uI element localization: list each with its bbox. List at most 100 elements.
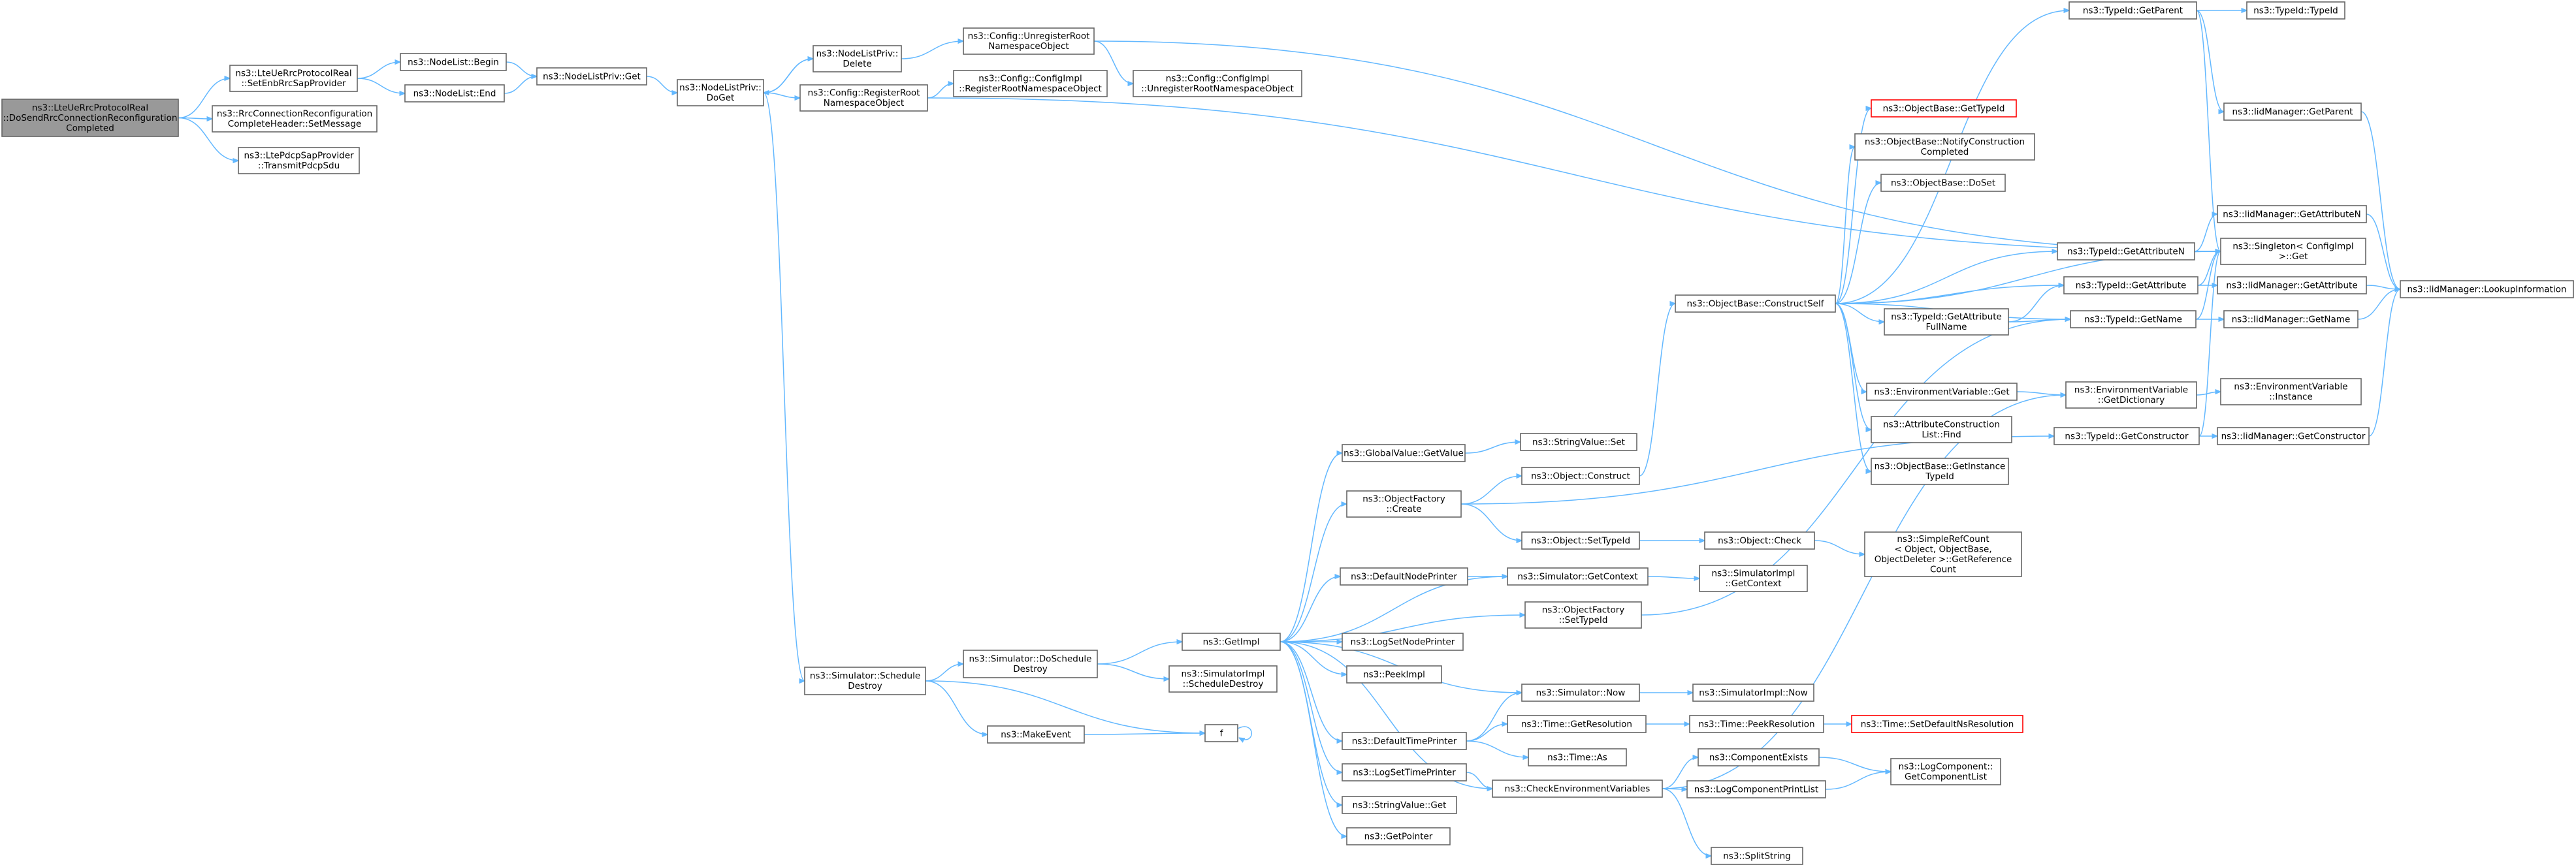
node-cfg-unreg[interactable]: ns3::Config::UnregisterRootNamespaceObje… [963,27,1095,55]
edge-obj-construct-to-obj-base-construct-self [1639,304,1675,477]
node-label-line: Delete [843,59,871,69]
node-obj-base-construct-self[interactable]: ns3::ObjectBase::ConstructSelf [1675,294,1836,313]
node-log-comp-print-list[interactable]: ns3::LogComponentPrintList [1686,780,1826,798]
node-tid-type-id[interactable]: ns3::TypeId::TypeId [2246,1,2345,20]
node-of-set-type-id[interactable]: ns3::ObjectFactory::SetTypeId [1524,601,1642,629]
node-box [2223,102,2362,121]
node-iid-get-constructor[interactable]: ns3::IidManager::GetConstructor [2217,427,2370,445]
node-label-line: ns3::Simulator::Schedule [810,671,920,682]
node-label-line: ns3::LogComponentPrintList [1694,784,1818,795]
node-box [1528,748,1627,766]
node-nlp-delete[interactable]: ns3::NodeListPriv::Delete [813,45,902,72]
node-label-line: ns3::Simulator::GetContext [1517,571,1637,582]
node-tid-get-name[interactable]: ns3::TypeId::GetName [2070,310,2197,328]
node-simple-ref-count[interactable]: ns3::SimpleRefCount< Object, ObjectBase,… [1864,531,2022,577]
node-nl-begin[interactable]: ns3::NodeList::Begin [400,53,507,71]
edge-make-event-to-f [1084,733,1205,734]
node-box [953,70,1108,97]
edge-get-impl-to-def-node-printer [1280,576,1340,642]
node-box [1866,383,2018,401]
node-box [799,84,928,112]
node-cfg-reg[interactable]: ns3::Config::RegisterRootNamespaceObject [799,84,928,112]
edge-log-set-time-printer-to-check-env [1466,772,1492,789]
node-sv-set[interactable]: ns3::StringValue::Set [1520,433,1637,451]
node-log-set-node-printer[interactable]: ns3::LogSetNodePrinter [1342,633,1464,651]
node-f[interactable]: f [1204,724,1238,742]
node-tid-get-attr[interactable]: ns3::TypeId::GetAttribute [2063,276,2198,294]
node-time-set-def-res[interactable]: ns3::Time::SetDefaultNsResolution [1851,715,2023,733]
node-sv-get[interactable]: ns3::StringValue::Get [1342,796,1457,814]
node-box [1880,174,2006,192]
node-obj-base-do-set[interactable]: ns3::ObjectBase::DoSet [1880,174,2006,192]
node-box [1521,467,1640,485]
node-get-pointer[interactable]: ns3::GetPointer [1346,827,1451,845]
node-box [1521,531,1640,550]
node-gv-get-value[interactable]: ns3::GlobalValue::GetValue [1342,444,1466,462]
node-box [2246,1,2345,20]
node-nl-end[interactable]: ns3::NodeList::End [404,84,505,102]
node-nlp-get[interactable]: ns3::NodeListPriv::Get [536,67,647,86]
node-label-line: ::DoSendRrcConnectionReconfiguration [3,113,178,123]
node-peek-impl[interactable]: ns3::PeekImpl [1346,665,1442,684]
node-label-line: ns3::LogSetTimePrinter [1353,767,1456,778]
node-get-impl[interactable]: ns3::GetImpl [1182,633,1281,651]
node-log-comp-get-list[interactable]: ns3::LogComponent::GetComponentList [1890,758,2001,785]
node-sim-impl-get-context[interactable]: ns3::SimulatorImpl::GetContext [1699,565,1808,592]
node-singleton-get[interactable]: ns3::Singleton< ConfigImpl>::Get [2220,238,2366,265]
node-obj-construct[interactable]: ns3::Object::Construct [1521,467,1640,485]
node-obj-check[interactable]: ns3::Object::Check [1704,531,1815,550]
node-cfg-impl-reg[interactable]: ns3::Config::ConfigImpl::RegisterRootNam… [953,70,1108,97]
node-env-var-instance[interactable]: ns3::EnvironmentVariable::Instance [2220,378,2362,405]
node-obj-base-notify[interactable]: ns3::ObjectBase::NotifyConstructionCompl… [1854,133,2035,161]
edge-cfg-reg-to-singleton-get [927,97,2221,251]
node-sim-get-context[interactable]: ns3::Simulator::GetContext [1507,567,1649,586]
node-sim-now[interactable]: ns3::Simulator::Now [1521,684,1640,702]
node-tid-get-attr-n[interactable]: ns3::TypeId::GetAttributeN [2057,242,2195,260]
node-tid-get-parent[interactable]: ns3::TypeId::GetParent [2069,1,2197,20]
node-box [1492,780,1663,798]
node-time-as[interactable]: ns3::Time::As [1528,748,1627,766]
node-time-peek-res[interactable]: ns3::Time::PeekResolution [1689,715,1824,733]
node-log-set-time-printer[interactable]: ns3::LogSetTimePrinter [1342,763,1467,781]
node-box [2400,280,2574,298]
node-nlp-do-get[interactable]: ns3::NodeListPriv::DoGet [677,79,764,106]
node-iid-get-attr-n[interactable]: ns3::IidManager::GetAttributeN [2217,205,2367,223]
node-box [1711,847,1803,865]
node-check-env[interactable]: ns3::CheckEnvironmentVariables [1492,780,1663,798]
node-iid-get-name[interactable]: ns3::IidManager::GetName [2223,310,2359,328]
node-obj-set-type-id[interactable]: ns3::Object::SetTypeId [1521,531,1640,550]
node-box [1342,444,1466,462]
edge-check-env-to-comp-exists [1662,757,1698,789]
node-obj-base-get-type-id[interactable]: ns3::ObjectBase::GetTypeId [1871,99,2017,118]
node-time-get-res[interactable]: ns3::Time::GetResolution [1507,715,1647,733]
node-cfg-impl-unreg[interactable]: ns3::Config::ConfigImpl::UnregisterRootN… [1133,70,1302,97]
node-set-enb[interactable]: ns3::LteUeRrcProtocolReal::SetEnbRrcSapP… [229,65,358,92]
node-tid-get-constructor[interactable]: ns3::TypeId::GetConstructor [2053,427,2200,445]
node-split-string[interactable]: ns3::SplitString [1711,847,1803,865]
node-rrc-set-msg[interactable]: ns3::RrcConnectionReconfigurationComplet… [212,105,378,133]
node-label-line: ::GetContext [1725,578,1781,589]
node-of-create[interactable]: ns3::ObjectFactory::Create [1346,490,1462,518]
node-iid-get-attr[interactable]: ns3::IidManager::GetAttribute [2217,276,2367,294]
node-box [1507,715,1647,733]
node-sim-sched-destroy[interactable]: ns3::Simulator::ScheduleDestroy [804,667,926,695]
node-label-line: ns3::LtePdcpSapProvider [244,151,354,161]
node-def-time-printer[interactable]: ns3::DefaultTimePrinter [1342,732,1467,750]
node-pdcp-tx[interactable]: ns3::LtePdcpSapProvider::TransmitPdcpSdu [238,147,360,174]
node-label-line: Destroy [1013,664,1048,674]
node-sim-impl-sched-destroy[interactable]: ns3::SimulatorImpl::ScheduleDestroy [1168,665,1278,693]
node-root[interactable]: ns3::LteUeRrcProtocolReal::DoSendRrcConn… [1,99,179,137]
node-iid-lookup[interactable]: ns3::IidManager::LookupInformation [2400,280,2574,298]
node-iid-get-parent[interactable]: ns3::IidManager::GetParent [2223,102,2362,121]
node-make-event[interactable]: ns3::MakeEvent [987,725,1085,744]
node-env-var-get-dict[interactable]: ns3::EnvironmentVariable::GetDictionary [2065,381,2197,409]
node-box [1520,433,1637,451]
node-sim-impl-now[interactable]: ns3::SimulatorImpl::Now [1692,684,1814,702]
node-def-node-printer[interactable]: ns3::DefaultNodePrinter [1340,567,1468,586]
node-comp-exists[interactable]: ns3::ComponentExists [1698,748,1820,766]
node-env-var-get[interactable]: ns3::EnvironmentVariable::Get [1866,383,2018,401]
